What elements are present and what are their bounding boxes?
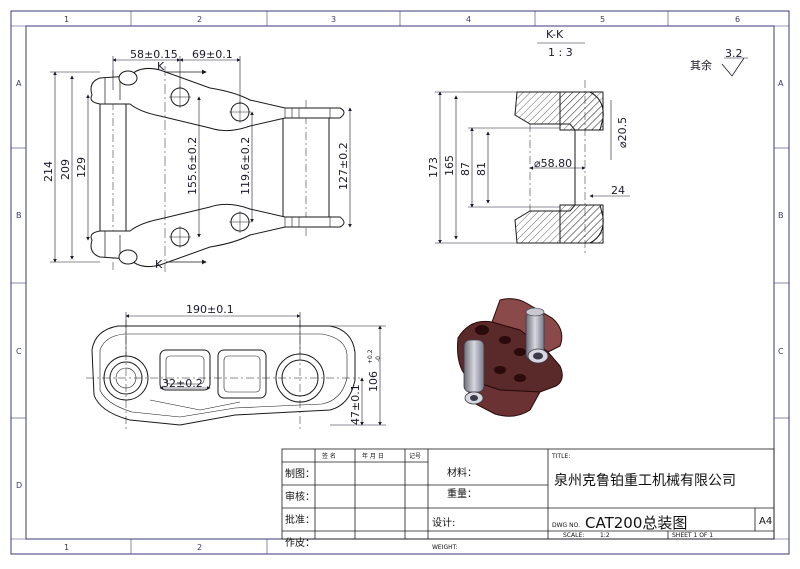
dim-173: 173: [427, 157, 440, 178]
grid-col-2-bottom: 2: [197, 543, 202, 552]
dim-58: 58±0.15: [130, 48, 178, 61]
tb-material-label: 材料：: [447, 466, 477, 479]
dim-69: 69±0.1: [192, 48, 233, 61]
tb-paper-size: A4: [759, 516, 772, 527]
dim-20-5: ⌀20.5: [616, 117, 629, 148]
grid-col-6-top: 6: [735, 15, 740, 24]
tb-row-approve: 批准：: [285, 513, 315, 526]
dim-47: 47±0.1: [349, 384, 362, 425]
isometric-view: [457, 298, 563, 417]
tb-weight-label: 重量：: [447, 487, 477, 500]
grid-row-a-right: A: [778, 79, 784, 88]
grid-row-b-right: B: [778, 211, 784, 220]
section-scale: 1 : 3: [548, 46, 573, 59]
grid-labels: 1 2 3 4 5 6 1 2 A B C D A B C: [16, 15, 784, 552]
front-view-dimensions: [50, 56, 352, 263]
dim-129: 129: [75, 157, 88, 178]
section-mark-bottom: K: [155, 258, 163, 271]
dim-106-tol-low: -0: [375, 356, 382, 362]
dim-127: 127±0.2: [337, 142, 350, 190]
dim-214: 214: [42, 161, 55, 182]
grid-col-3-top: 3: [331, 15, 336, 24]
grid-col-4-top: 4: [466, 15, 471, 24]
dim-165: 165: [443, 155, 456, 176]
grid-row-c-right: C: [778, 347, 784, 356]
tb-company-name: 泉州克鲁铂重工机械有限公司: [554, 472, 736, 489]
tb-design-label: 设计:: [432, 516, 455, 529]
tb-header-mark: 记号: [409, 453, 421, 460]
side-view: [86, 320, 360, 430]
section-dimensions: [435, 91, 630, 244]
dim-32: 32±0.2: [162, 377, 203, 390]
surface-finish-label: 其余: [690, 58, 712, 72]
grid-row-c-left: C: [16, 347, 22, 356]
dim-106-tol-up: +0.2: [367, 349, 374, 364]
grid-row-a-left: A: [16, 79, 22, 88]
tb-sheet-info: SHEET 1 OF 1: [672, 532, 713, 539]
tb-scale-label: SCALE:: [563, 532, 584, 539]
grid-col-1-top: 1: [64, 15, 69, 24]
dim-24: 24: [611, 184, 625, 197]
dim-87: 87: [459, 162, 472, 176]
dim-155-6: 155.6±0.2: [186, 137, 199, 195]
tb-title-label: TITLE:: [551, 453, 570, 460]
grid-row-b-left: B: [16, 211, 22, 220]
dim-209: 209: [59, 159, 72, 180]
tb-scale-value: 1:2: [600, 532, 610, 539]
section-label: K-K: [546, 28, 564, 41]
dim-119-6: 119.6±0.2: [239, 137, 252, 195]
grid-col-2-top: 2: [197, 15, 202, 24]
dim-190: 190±0.1: [186, 303, 234, 316]
side-view-dimensions: [125, 312, 386, 426]
tb-row-check: 审核：: [285, 490, 315, 503]
grid-col-1-bottom: 1: [64, 543, 69, 552]
dim-81: 81: [475, 162, 488, 176]
tb-header-sign: 签 名: [322, 452, 336, 460]
grid-row-d-left: D: [16, 481, 22, 490]
front-view: [90, 66, 345, 272]
section-view: [514, 80, 604, 255]
grid-col-5-top: 5: [600, 15, 605, 24]
tb-row-void: 作皮：: [285, 536, 315, 549]
tb-header-date: 年 月 日: [362, 452, 384, 460]
section-mark-top: K: [157, 60, 165, 73]
tb-row-draw: 制图：: [285, 467, 315, 480]
tb-dwg-number: CAT200总装图: [585, 514, 687, 532]
tb-dwg-label: DWG NO.: [552, 522, 580, 529]
dim-58-80: ⌀58.80: [534, 157, 572, 170]
dim-106: 106: [367, 371, 380, 392]
title-block: [281, 448, 775, 540]
surface-finish-value: 3.2: [725, 47, 743, 60]
surface-finish-icon: [721, 57, 745, 77]
tb-weight-small: WEIGHT:: [432, 544, 458, 551]
